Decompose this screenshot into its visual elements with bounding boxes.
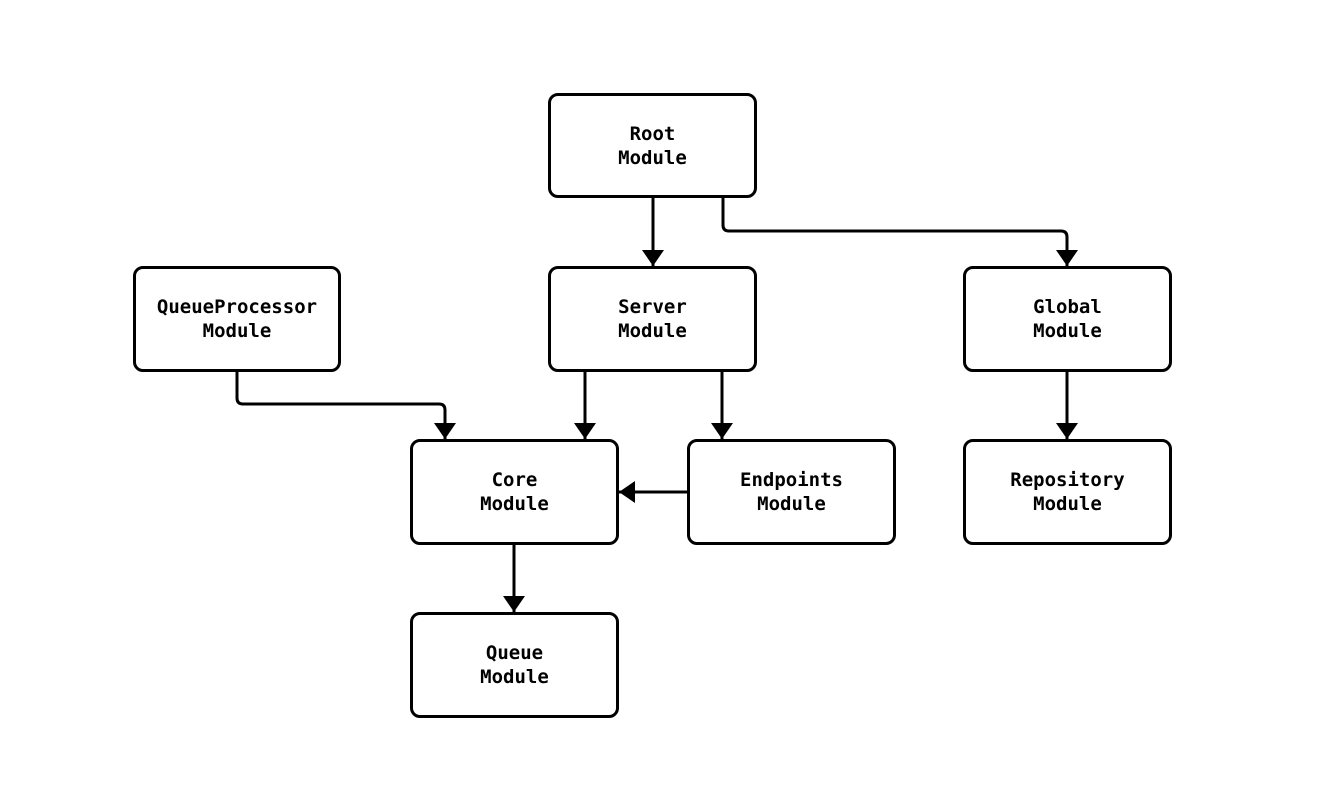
edge-root-to-global <box>721 198 1078 266</box>
node-queue-module: Queue Module <box>410 612 619 718</box>
node-server-module: Server Module <box>548 266 757 372</box>
node-queueprocessor-module: QueueProcessor Module <box>133 266 341 372</box>
node-repository-module: Repository Module <box>963 439 1172 545</box>
node-global-module-label: Global Module <box>1033 296 1102 342</box>
node-repository-module-label: Repository Module <box>1010 469 1125 515</box>
node-server-module-label: Server Module <box>618 296 687 342</box>
node-global-module: Global Module <box>963 266 1172 372</box>
node-queue-module-label: Queue Module <box>480 642 549 688</box>
node-root-module-label: Root Module <box>618 122 687 169</box>
node-queueprocessor-module-label: QueueProcessor Module <box>156 296 318 342</box>
node-core-module-label: Core Module <box>480 469 549 515</box>
node-endpoints-module: Endpoints Module <box>687 439 896 545</box>
node-endpoints-module-label: Endpoints Module <box>740 469 843 515</box>
edge-queueprocessor-to-core <box>235 372 456 439</box>
node-root-module: Root Module <box>548 93 757 198</box>
node-core-module: Core Module <box>410 439 619 545</box>
